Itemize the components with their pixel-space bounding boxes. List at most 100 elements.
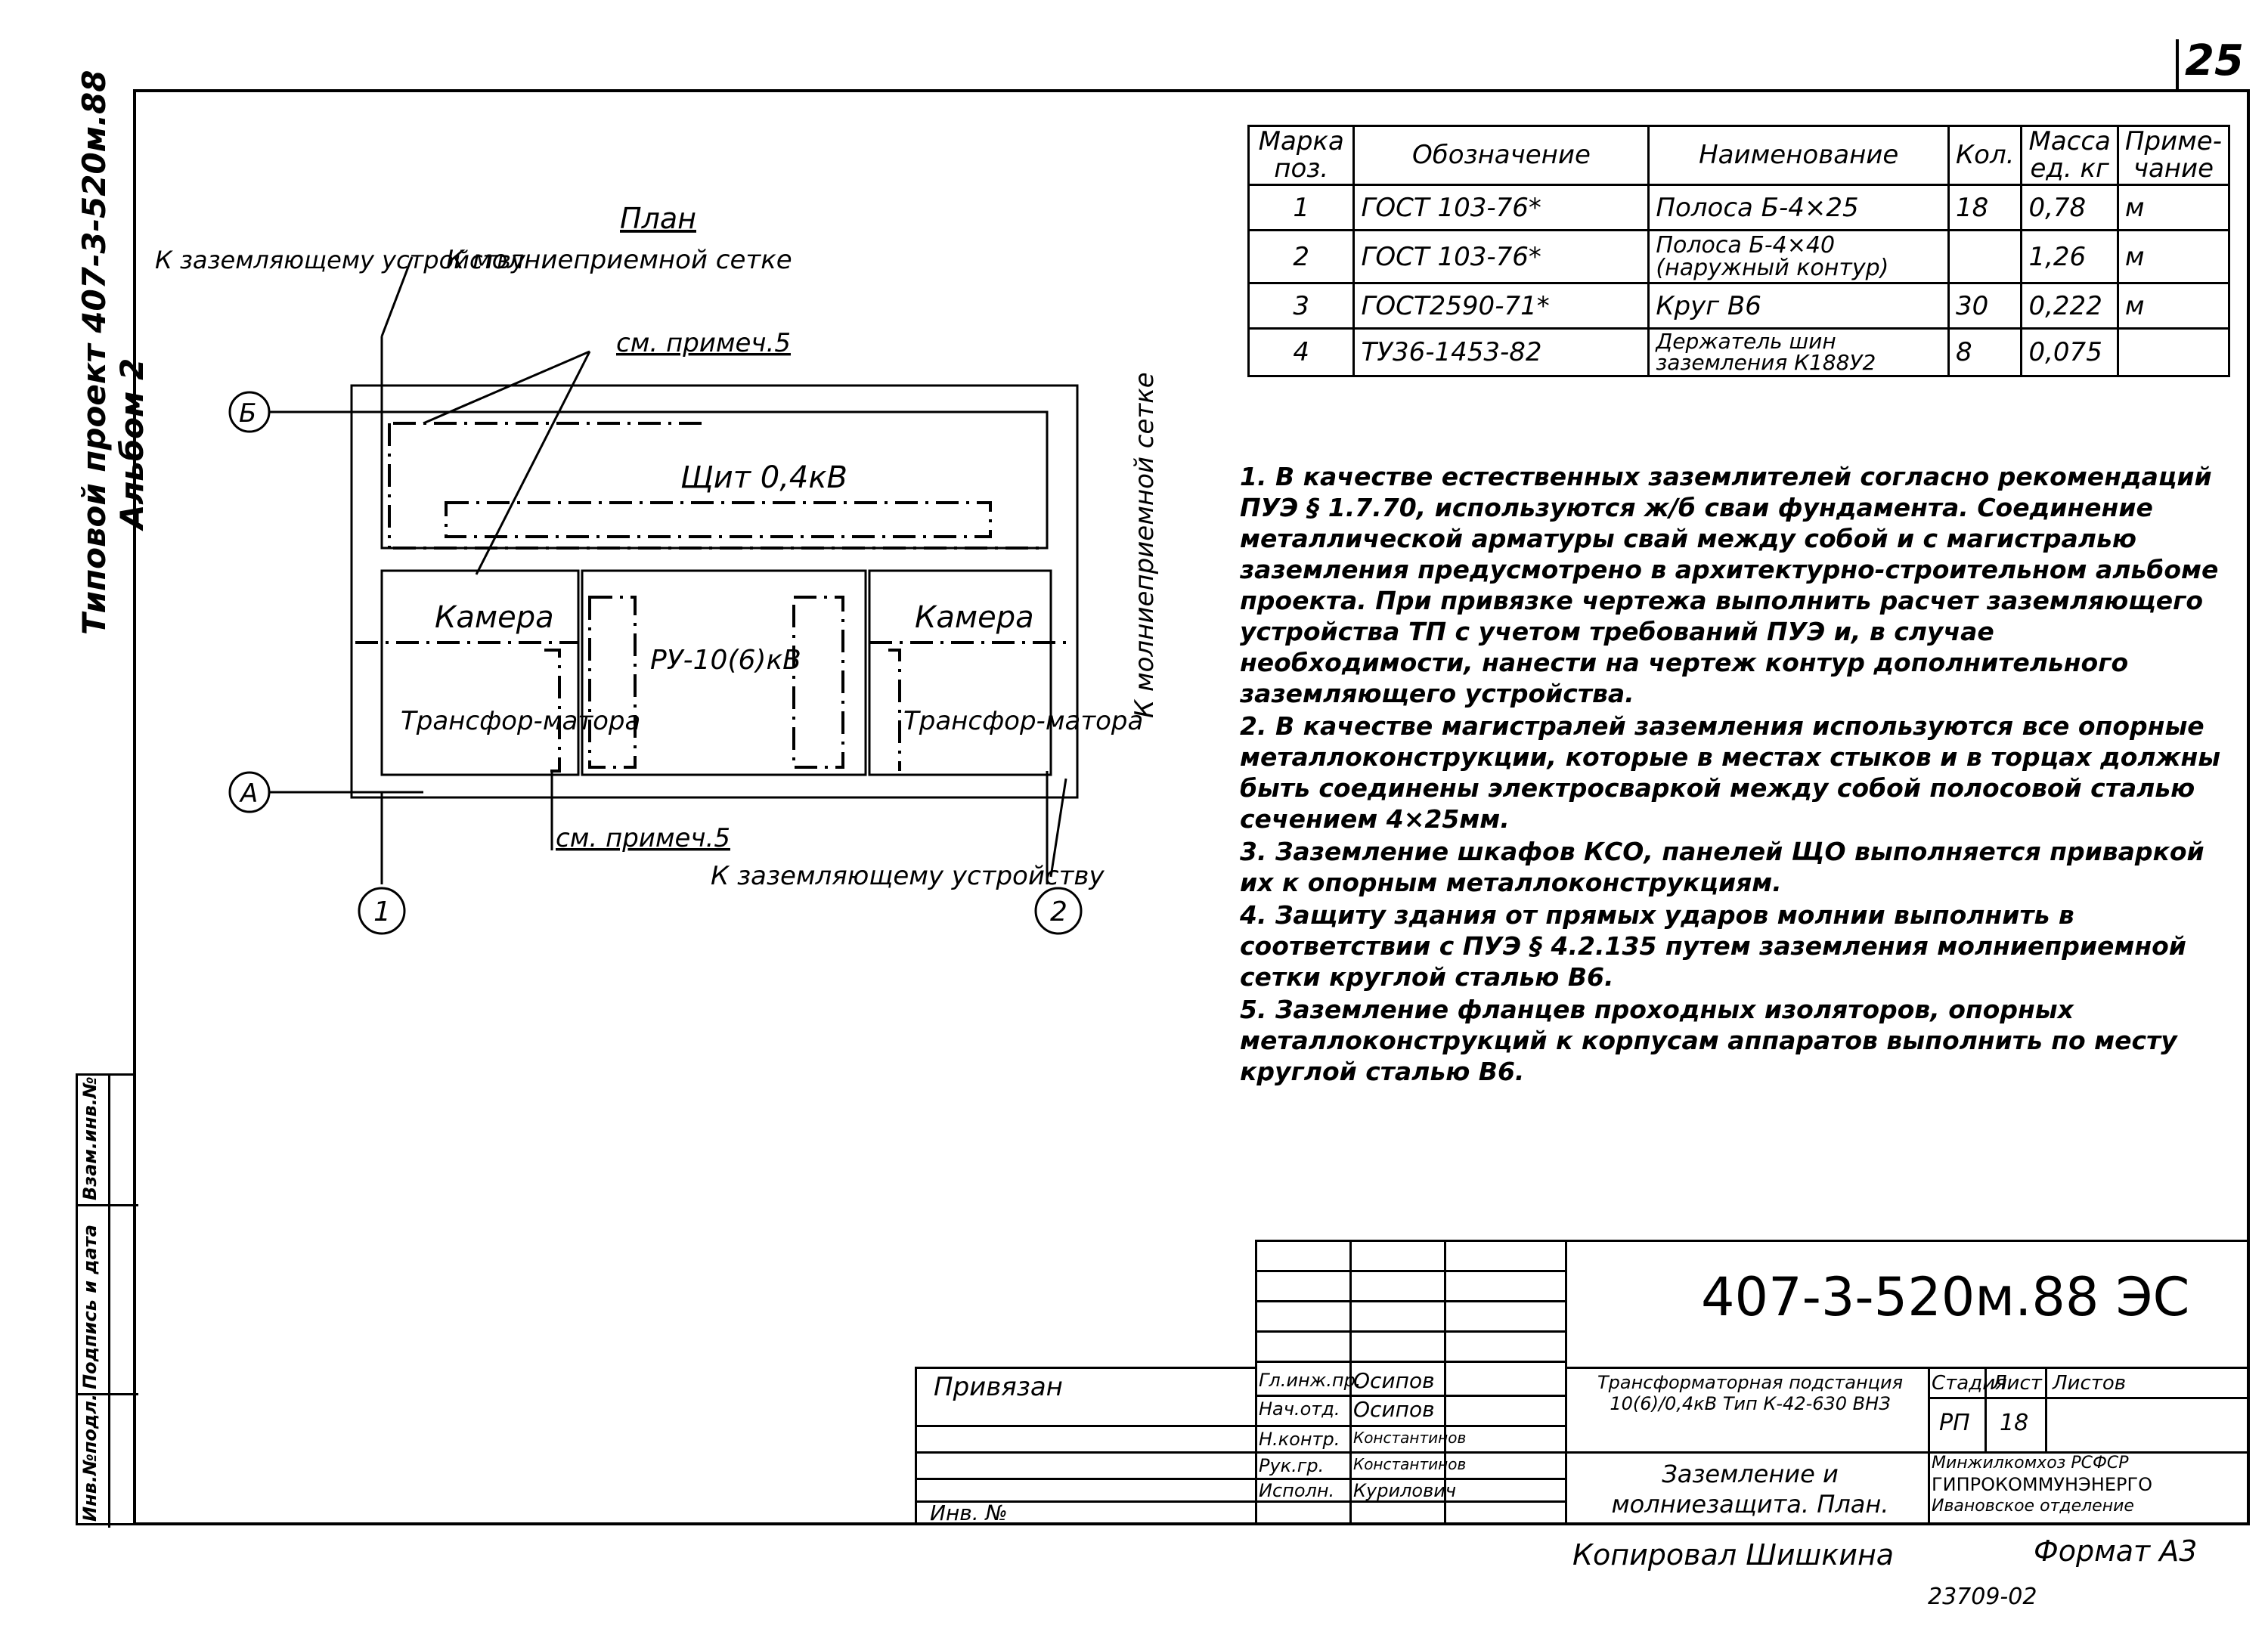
building-outline	[350, 384, 1079, 799]
label-transformer-right: Трансфор-матора	[903, 706, 1143, 736]
inv-no-label: Инв. №	[930, 1500, 1008, 1525]
sheet-number: 25	[2185, 36, 2244, 85]
ru-ground-left	[588, 596, 637, 769]
spec-cell: ГОСТ 103-76*	[1352, 184, 1650, 232]
label-to-lightning-top: К молниеприемной сетке	[446, 245, 792, 275]
sheet-label: Лист	[1992, 1372, 2042, 1395]
left-strip-vzam: Взам.инв.№	[79, 1076, 101, 1200]
spec-cell: 2	[1247, 229, 1356, 285]
spec-cell: 0,222	[2020, 282, 2119, 330]
left-strip: Инв.№подл. Подпись и дата Взам.инв.№	[76, 1073, 138, 1528]
chamber-right	[868, 569, 1052, 776]
label-chamber-right: Камера	[915, 600, 1034, 635]
title-block: 407-3-520м.88 ЭС Привязан Инв. № Гл.инж.…	[915, 1240, 2250, 1525]
leader-note5-top-b	[475, 351, 591, 575]
note-item: 4. Защиту здания от прямых ударов молнии…	[1240, 900, 2186, 992]
spec-header-row: Марка поз. Обозначение Наименование Кол.…	[1247, 124, 2231, 187]
role-label: Исполн.	[1259, 1480, 1335, 1501]
left-strip-sign: Подпись и дата	[79, 1225, 101, 1389]
stage-value: РП	[1939, 1410, 1970, 1436]
note-item: 1. В качестве естественных заземлителей …	[1240, 462, 2219, 708]
left-strip-inv: Инв.№подл.	[79, 1394, 101, 1522]
spec-cell: Полоса Б-4×40 (наружный контур)	[1647, 229, 1950, 285]
spec-cell: м	[2116, 282, 2231, 330]
spec-cell: 1	[1247, 184, 1356, 232]
format-label: Формат А3	[2034, 1534, 2198, 1568]
sheet-number-divider	[2176, 39, 2179, 92]
axis-b-bubble	[228, 391, 271, 433]
label-to-grounding-bottom: К заземляющему устройству	[711, 861, 1105, 891]
spec-cell	[1947, 229, 2023, 285]
spec-cell: 8	[1947, 327, 2023, 378]
label-to-grounding-top: К заземляющему устройству	[155, 246, 526, 274]
label-transformer-left: Трансфор-матора	[401, 706, 640, 736]
spec-cell: 0,78	[2020, 184, 2119, 232]
role-label: Гл.инж.пр.	[1259, 1370, 1362, 1391]
leader-lightning-top	[380, 256, 414, 337]
panel-ground-loop	[445, 501, 992, 538]
ru-ground-right	[792, 596, 844, 769]
sheet-value: 18	[2000, 1410, 2029, 1436]
spec-cell: Держатель шин заземления К188У2	[1647, 327, 1950, 378]
panel-room	[380, 410, 1049, 550]
spec-header: Кол.	[1947, 124, 2023, 187]
person-name: Курилович	[1353, 1480, 1457, 1501]
spec-cell: 1,26	[2020, 229, 2119, 285]
spec-cell	[2116, 327, 2231, 378]
spec-cell: ГОСТ2590-71*	[1352, 282, 1650, 330]
axis-1-bubble	[358, 887, 406, 935]
leader-lightning-right	[1049, 778, 1067, 878]
role-label: Рук.гр.	[1259, 1455, 1325, 1476]
object-title: Трансформаторная подстанция 10(6)/0,4кВ …	[1597, 1372, 1903, 1414]
spec-header: Масса ед. кг	[2020, 124, 2119, 187]
spec-cell: 0,075	[2020, 327, 2119, 378]
spec-cell: 18	[1947, 184, 2023, 232]
doc-code: 407-3-520м.88 ЭС	[1701, 1266, 2190, 1328]
label-ru: РУ-10(6)кВ	[650, 645, 801, 676]
label-see-note5-top: см. примеч.5	[616, 328, 791, 358]
sheet-title: Заземление и молниезащита. План.	[1611, 1460, 1889, 1519]
spec-header: Приме- чание	[2116, 124, 2231, 187]
spec-row: 4 ТУ36-1453-82 Держатель шин заземления …	[1247, 327, 2231, 378]
spec-header: Наименование	[1647, 124, 1950, 187]
axis-a-label: А	[239, 779, 258, 809]
plan-title: План	[620, 202, 696, 235]
person-name: Константинов	[1353, 1429, 1467, 1447]
spec-cell: 30	[1947, 282, 2023, 330]
axis-1-label: 1	[373, 896, 391, 927]
spec-cell: Полоса Б-4×25	[1647, 184, 1950, 232]
spec-cell: ТУ36-1453-82	[1352, 327, 1650, 378]
org-line1: Минжилкомхоз РСФСР	[1932, 1454, 2129, 1472]
person-name: Осипов	[1353, 1368, 1435, 1393]
role-label: Нач.отд.	[1259, 1398, 1340, 1420]
grounding-plan-drawing: План К заземляющему устройству К молниеп…	[155, 202, 1160, 935]
spec-cell: Круг В6	[1647, 282, 1950, 330]
note-item: 3. Заземление шкафов КСО, панелей ЩО вып…	[1240, 837, 2204, 897]
person-name: Осипов	[1353, 1397, 1435, 1422]
spec-table: Марка поз. Обозначение Наименование Кол.…	[1247, 124, 2231, 378]
spec-cell: ГОСТ 103-76*	[1352, 229, 1650, 285]
note-item: 2. В качестве магистралей заземления исп…	[1240, 711, 2221, 834]
axis-a-bubble	[228, 771, 271, 813]
ru-room	[581, 569, 867, 776]
stage-label: Стадия	[1932, 1372, 2007, 1395]
note-item: 5. Заземление фланцев проходных изолятор…	[1240, 995, 2177, 1086]
spec-row: 3 ГОСТ2590-71* Круг В6 30 0,222 м	[1247, 282, 2231, 330]
sheets-label: Листов	[2053, 1372, 2127, 1395]
org-line2: ГИПРОКОММУНЭНЕРГО	[1932, 1474, 2152, 1495]
spec-cell: 3	[1247, 282, 1356, 330]
spec-cell: м	[2116, 229, 2231, 285]
archive-number: 23709-02	[1928, 1584, 2037, 1610]
label-panel: Щит 0,4кВ	[680, 460, 847, 495]
label-to-lightning-right: К молниеприемной сетке	[1129, 372, 1160, 718]
bound-label: Привязан	[934, 1372, 1063, 1402]
spec-header: Марка поз.	[1247, 124, 1356, 187]
axis-2-label: 2	[1050, 896, 1067, 927]
spec-row: 2 ГОСТ 103-76* Полоса Б-4×40 (наружный к…	[1247, 229, 2231, 285]
spec-row: 1 ГОСТ 103-76* Полоса Б-4×25 18 0,78 м	[1247, 184, 2231, 232]
person-name: Константинов	[1353, 1455, 1467, 1473]
axis-b-label: Б	[239, 398, 256, 429]
label-chamber-left: Камера	[435, 600, 554, 635]
ground-bus-right	[888, 649, 901, 771]
notes-block: 1. В качестве естественных заземлителей …	[1240, 461, 2230, 1088]
